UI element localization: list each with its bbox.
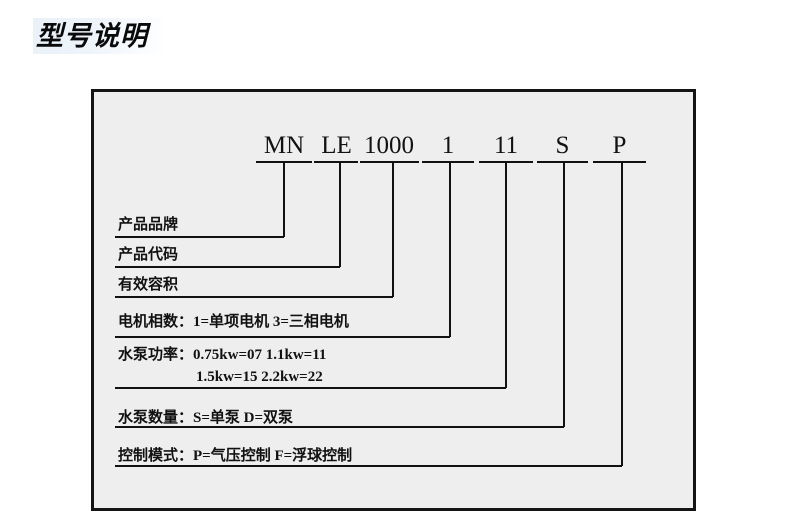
legend-label-control-mode: 控制模式： xyxy=(118,447,194,464)
legend-value-motor-phase: 1=单项电机 3=三相电机 xyxy=(193,314,349,330)
title-highlight-background xyxy=(33,18,165,54)
legend-row-pump-count: 水泵数量：S=单泵 D=双泵 xyxy=(118,408,293,428)
code-segment-pump-count: S xyxy=(555,132,570,159)
legend-label-pump-count: 水泵数量： xyxy=(118,409,194,426)
legend-label-product-code: 产品代码 xyxy=(118,246,179,263)
code-segment-volume: 1000 xyxy=(364,132,414,159)
legend-row-motor-phase: 电机相数：1=单项电机 3=三相电机 xyxy=(118,312,349,332)
code-segment-pump-power: 11 xyxy=(493,132,519,159)
code-segment-control-mode: P xyxy=(612,132,627,159)
legend-label-pump-power: 水泵功率： xyxy=(118,346,194,363)
code-segment-product-code: LE xyxy=(321,132,352,159)
code-segment-brand: MN xyxy=(263,132,305,159)
legend-row-product-code: 产品代码 xyxy=(118,245,178,265)
legend-value-control-mode: P=气压控制 F=浮球控制 xyxy=(193,448,353,464)
legend-row-brand: 产品品牌 xyxy=(118,215,178,235)
page-title: 型号说明 xyxy=(36,21,148,51)
legend-value-pump-count: S=单泵 D=双泵 xyxy=(193,410,294,426)
legend-row-volume: 有效容积 xyxy=(118,275,178,295)
legend-label-volume: 有效容积 xyxy=(118,276,179,293)
legend-label-motor-phase: 电机相数： xyxy=(118,313,194,330)
legend-row-pump-power: 水泵功率：0.75kw=07 1.1kw=11 xyxy=(118,345,326,365)
legend-value-pump-power: 0.75kw=07 1.1kw=11 xyxy=(193,347,327,363)
code-segment-motor-phase: 1 xyxy=(441,132,455,159)
legend-label-brand: 产品品牌 xyxy=(118,216,179,233)
legend-value-pump-power-line2: 1.5kw=15 2.2kw=22 xyxy=(196,369,323,385)
legend-row-control-mode: 控制模式：P=气压控制 F=浮球控制 xyxy=(118,446,352,466)
model-designation-panel xyxy=(91,89,696,511)
